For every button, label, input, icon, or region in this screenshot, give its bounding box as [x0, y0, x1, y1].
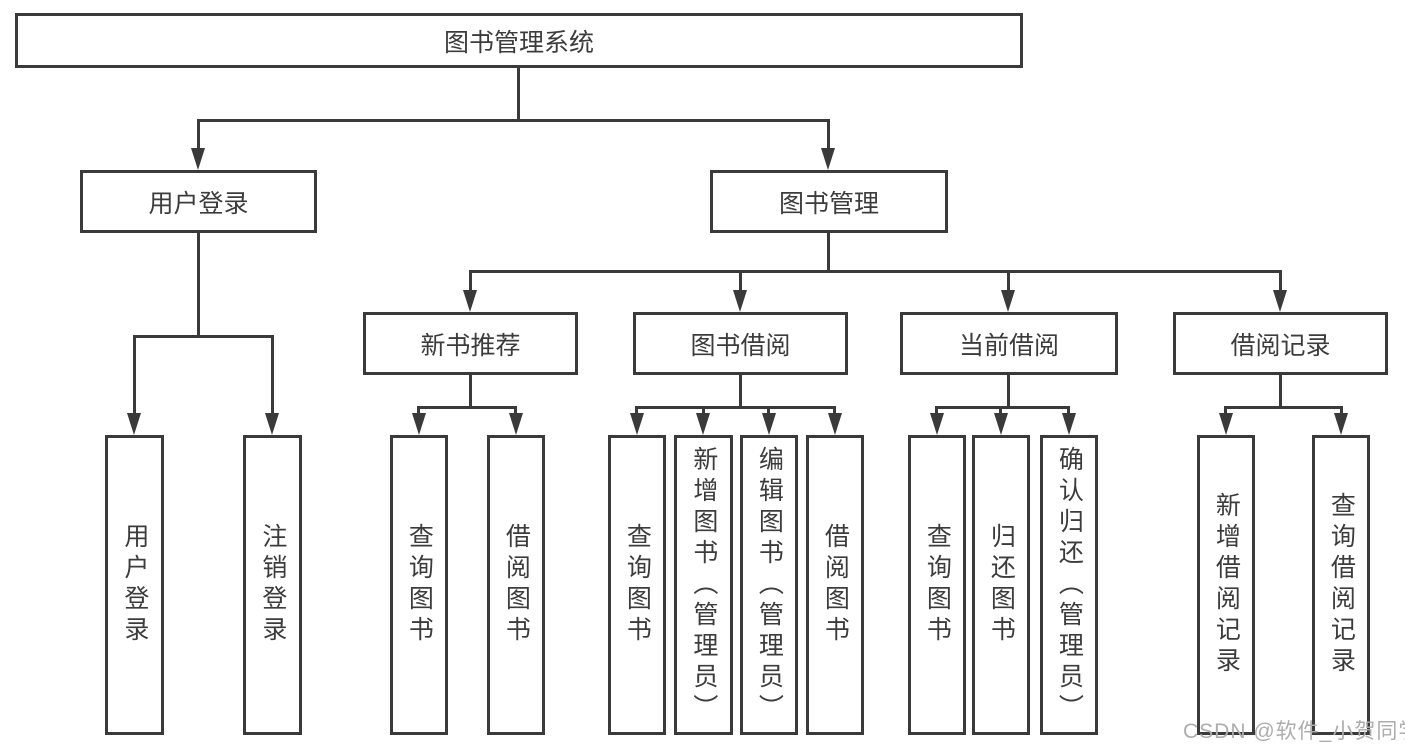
arrowhead-icon	[127, 413, 141, 435]
connector-line	[739, 375, 742, 408]
arrowhead-icon	[1334, 413, 1348, 435]
connector-line	[935, 406, 1070, 409]
connector-line	[417, 406, 420, 416]
arrowhead-icon	[1062, 413, 1076, 435]
leaf-query-borrow-record-label: 查询借阅记录	[1327, 492, 1356, 678]
connector-line	[197, 119, 830, 122]
node-root: 图书管理系统	[15, 13, 1023, 68]
leaf-edit-books-admin: 编辑图书（管理员）	[740, 435, 798, 735]
arrowhead-icon	[1001, 290, 1015, 312]
connector-line	[935, 406, 938, 416]
leaf-query-borrow-record: 查询借阅记录	[1312, 435, 1370, 735]
arrowhead-icon	[265, 413, 279, 435]
node-current-borrow-label: 当前借阅	[958, 331, 1059, 360]
leaf-return-books: 归还图书	[972, 435, 1030, 735]
node-root-label: 图书管理系统	[443, 28, 594, 57]
node-new-book-recommend-label: 新书推荐	[420, 331, 521, 360]
connector-line	[739, 270, 742, 292]
arrowhead-icon	[1219, 413, 1233, 435]
arrowhead-icon	[696, 413, 710, 435]
node-current-borrow: 当前借阅	[900, 312, 1118, 375]
node-user-login-label: 用户登录	[148, 189, 249, 218]
leaf-user-login-label: 用户登录	[120, 523, 149, 647]
connector-line	[514, 406, 517, 416]
connector-line	[827, 119, 830, 148]
connector-line	[469, 270, 1282, 273]
leaf-query-books-3-label: 查询图书	[923, 523, 952, 647]
connector-line	[999, 406, 1002, 416]
leaf-borrow-books-2: 借阅图书	[806, 435, 864, 735]
arrowhead-icon	[463, 290, 477, 312]
node-new-book-recommend: 新书推荐	[363, 312, 578, 375]
connector-line	[1007, 270, 1010, 292]
arrowhead-icon	[630, 413, 644, 435]
leaf-query-books-3: 查询图书	[908, 435, 966, 735]
arrowhead-icon	[828, 413, 842, 435]
leaf-borrow-books-1: 借阅图书	[487, 435, 545, 735]
csdn-watermark: CSDN @软件_小贺同学	[1183, 720, 1405, 743]
connector-line	[133, 335, 274, 338]
connector-line	[469, 270, 472, 292]
node-book-management: 图书管理	[710, 170, 948, 233]
leaf-logout: 注销登录	[243, 435, 302, 735]
leaf-add-borrow-record-label: 新增借阅记录	[1212, 492, 1241, 678]
connector-line	[1279, 375, 1282, 408]
connector-line	[197, 233, 200, 337]
arrowhead-icon	[412, 413, 426, 435]
node-book-borrow: 图书借阅	[633, 312, 848, 375]
arrowhead-icon	[1273, 290, 1287, 312]
connector-line	[1340, 406, 1343, 416]
connector-line	[1224, 406, 1342, 409]
leaf-query-books-1: 查询图书	[390, 435, 448, 735]
connector-line	[517, 68, 520, 121]
connector-line	[1007, 375, 1010, 408]
arrowhead-icon	[509, 413, 523, 435]
arrowhead-icon	[191, 148, 205, 170]
leaf-add-books-admin: 新增图书（管理员）	[674, 435, 733, 735]
connector-line	[1279, 270, 1282, 292]
leaf-borrow-books-2-label: 借阅图书	[821, 523, 850, 647]
leaf-return-books-label: 归还图书	[987, 523, 1016, 647]
connector-line	[271, 335, 274, 415]
leaf-add-borrow-record: 新增借阅记录	[1197, 435, 1255, 735]
arrowhead-icon	[930, 413, 944, 435]
node-book-borrow-label: 图书借阅	[690, 331, 791, 360]
leaf-query-books-2-label: 查询图书	[623, 523, 652, 647]
connector-line	[635, 406, 836, 409]
leaf-query-books-2: 查询图书	[608, 435, 666, 735]
node-borrow-records-label: 借阅记录	[1230, 331, 1331, 360]
node-book-management-label: 图书管理	[778, 189, 879, 218]
connector-line	[417, 406, 517, 409]
connector-line	[767, 406, 770, 416]
leaf-logout-label: 注销登录	[258, 523, 287, 647]
leaf-confirm-return-admin: 确认归还（管理员）	[1040, 435, 1098, 735]
leaf-confirm-return-admin-label: 确认归还（管理员）	[1055, 445, 1084, 725]
arrowhead-icon	[733, 290, 747, 312]
connector-line	[133, 335, 136, 415]
connector-line	[469, 375, 472, 408]
connector-line	[1067, 406, 1070, 416]
leaf-add-books-admin-label: 新增图书（管理员）	[689, 445, 718, 725]
arrowhead-icon	[994, 413, 1008, 435]
arrowhead-icon	[821, 148, 835, 170]
connector-line	[827, 233, 830, 272]
leaf-query-books-1-label: 查询图书	[405, 523, 434, 647]
connector-line	[1224, 406, 1227, 416]
arrowhead-icon	[762, 413, 776, 435]
leaf-edit-books-admin-label: 编辑图书（管理员）	[755, 445, 784, 725]
connector-line	[635, 406, 638, 416]
connector-line	[702, 406, 705, 416]
leaf-user-login: 用户登录	[105, 435, 164, 735]
connector-line	[197, 119, 200, 148]
node-user-login: 用户登录	[80, 170, 317, 233]
connector-line	[833, 406, 836, 416]
leaf-borrow-books-1-label: 借阅图书	[502, 523, 531, 647]
node-borrow-records: 借阅记录	[1173, 312, 1388, 375]
